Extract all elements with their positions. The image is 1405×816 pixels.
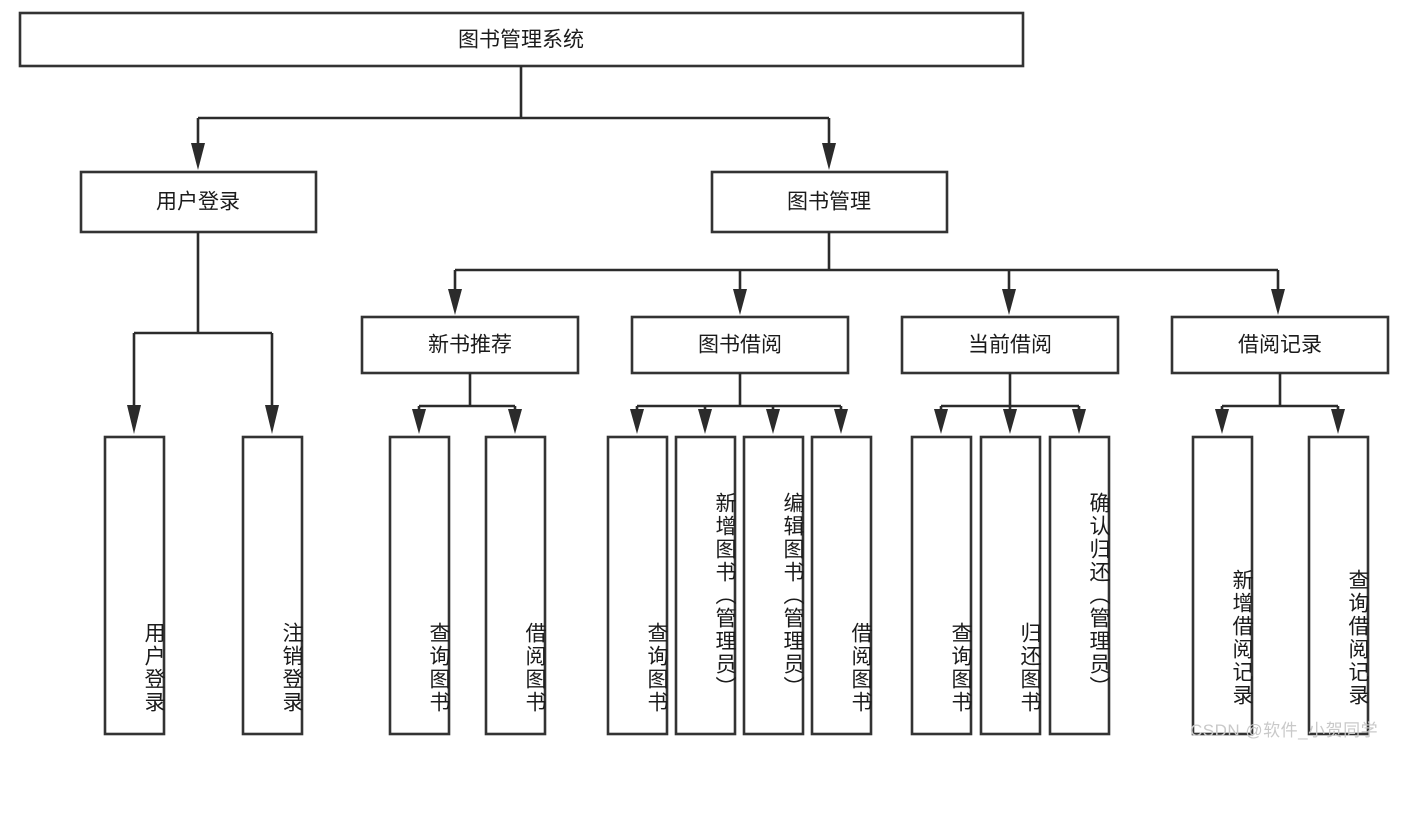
arrow-root-to-user-login <box>191 143 205 170</box>
node-borrow-record-box[interactable] <box>1170 315 1390 375</box>
arrow-new-book-leaf-1 <box>508 409 522 434</box>
leaf-box-borrow-record-0[interactable] <box>1191 435 1254 736</box>
arrow-current-borrow-leaf-0 <box>934 409 948 434</box>
diagram-canvas: 图书管理系统 用户登录 图书管理 新书推荐 图书借阅 当前借阅 借阅 <box>18 11 1390 736</box>
watermark-text: CSDN @软件_小贺同学 <box>1190 721 1379 740</box>
arrow-borrow-record-leaf-0 <box>1215 409 1229 434</box>
arrow-current-borrow-leaf-1 <box>1003 409 1017 434</box>
arrow-to-current-borrow <box>1002 289 1016 315</box>
node-user-login-label: 用户登录 <box>156 191 240 214</box>
arrow-to-book-borrow <box>733 289 747 315</box>
leaf-box-book-borrow-0[interactable] <box>606 435 669 736</box>
arrow-current-borrow-leaf-2 <box>1072 409 1086 434</box>
node-borrow-record-label: 借阅记录 <box>1238 334 1322 357</box>
arrow-new-book-leaf-0 <box>412 409 426 434</box>
node-new-book-label: 新书推荐 <box>428 334 512 357</box>
leaf-box-current-borrow-1[interactable] <box>979 435 1042 736</box>
leaf-box-borrow-record-1[interactable] <box>1307 435 1370 736</box>
arrow-to-borrow-record <box>1271 289 1285 315</box>
arrow-root-to-book-manage <box>822 143 836 170</box>
leaf-box-user-login-1[interactable] <box>241 435 304 736</box>
node-book-manage-label: 图书管理 <box>787 191 871 214</box>
leaf-box-user-login-0[interactable] <box>103 435 166 736</box>
arrow-borrow-record-leaf-1 <box>1331 409 1345 434</box>
arrow-book-borrow-leaf-0 <box>630 409 644 434</box>
leaf-box-book-borrow-2[interactable] <box>742 435 805 736</box>
diagram-root: 图书管理系统 用户登录 图书管理 新书推荐 图书借阅 当前借阅 借阅 <box>18 11 1390 740</box>
arrow-book-borrow-leaf-1 <box>698 409 712 434</box>
node-root-box[interactable] <box>18 11 1025 68</box>
node-root-label: 图书管理系统 <box>458 29 584 52</box>
leaf-box-new-book-1[interactable] <box>484 435 547 736</box>
node-book-borrow-label: 图书借阅 <box>698 334 782 357</box>
node-current-borrow-label: 当前借阅 <box>968 334 1052 357</box>
leaf-box-book-borrow-3[interactable] <box>810 435 873 736</box>
arrow-book-borrow-leaf-3 <box>834 409 848 434</box>
arrow-user-login-leaf-1 <box>265 405 279 434</box>
leaf-box-new-book-0[interactable] <box>388 435 451 736</box>
arrow-book-borrow-leaf-2 <box>766 409 780 434</box>
node-book-borrow-box[interactable] <box>630 315 850 375</box>
leaf-box-current-borrow-0[interactable] <box>910 435 973 736</box>
node-new-book-box[interactable] <box>360 315 580 375</box>
leaf-box-book-borrow-1[interactable] <box>674 435 737 736</box>
arrow-user-login-leaf-0 <box>127 405 141 434</box>
leaf-box-current-borrow-2[interactable] <box>1048 435 1111 736</box>
arrow-to-new-book <box>448 289 462 315</box>
node-current-borrow-box[interactable] <box>900 315 1120 375</box>
node-book-manage-box[interactable] <box>710 170 949 234</box>
